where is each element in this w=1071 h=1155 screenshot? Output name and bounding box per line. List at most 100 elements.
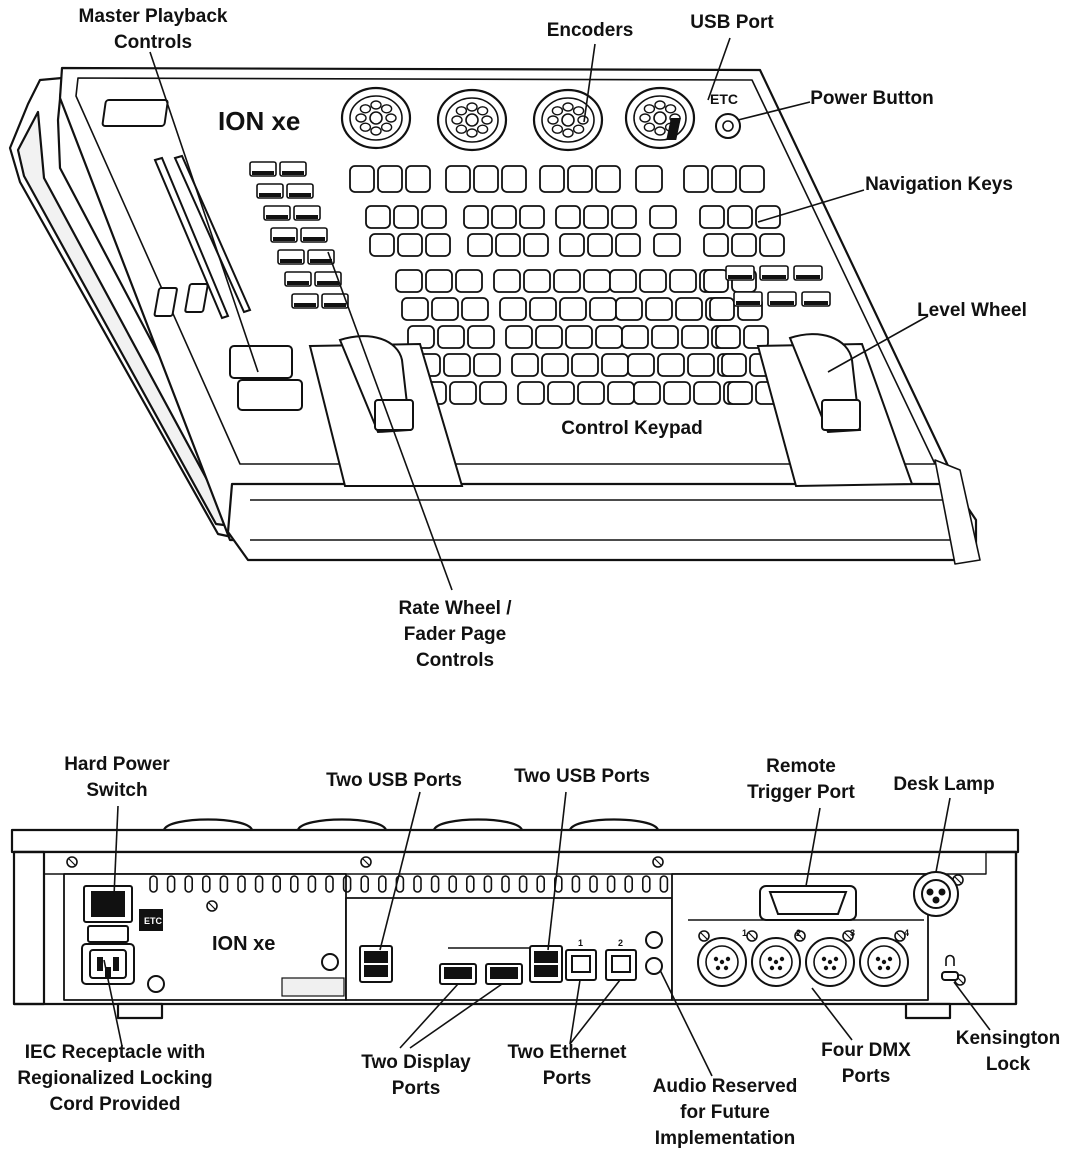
keypad-key	[621, 325, 649, 349]
ethernet-port-inner	[571, 955, 591, 973]
console-side-pad	[16, 110, 234, 528]
label-line: Control Keypad	[561, 418, 703, 439]
keypad-key	[703, 269, 729, 293]
audio-jack-1	[645, 931, 663, 949]
leader-navigation-keys	[757, 189, 865, 223]
dmx-pin	[875, 956, 881, 962]
encoder-rim	[541, 97, 595, 143]
display-port-inner	[444, 967, 472, 979]
keypad-key	[589, 297, 617, 321]
label-line: Kensington	[955, 1028, 1061, 1049]
keypad-key	[727, 205, 753, 229]
hard-power-switch-rocker	[91, 891, 125, 917]
dmx-pin	[713, 956, 719, 962]
desk-lamp-connector-inner	[921, 879, 951, 909]
leader-power-button	[737, 101, 811, 121]
keypad-key	[635, 165, 663, 193]
keypad-key	[547, 381, 575, 405]
leader-display-port-2	[409, 983, 503, 1049]
etc-badge	[139, 909, 163, 931]
keypad-key	[501, 165, 527, 193]
console-corner-cap	[934, 459, 981, 565]
leader-iec-receptacle	[103, 959, 123, 1047]
keypad-key	[681, 325, 709, 349]
rear-encoder-bump	[162, 818, 254, 831]
dmx-pin	[823, 965, 829, 971]
keypad-key	[479, 381, 507, 405]
vent-slot	[219, 875, 229, 893]
label-line: Switch	[86, 780, 148, 801]
keypad-key	[425, 233, 451, 257]
keypad-key	[467, 325, 495, 349]
encoder-hole	[562, 102, 574, 112]
keypad-key	[607, 381, 635, 405]
keypad-key	[437, 325, 465, 349]
label-usb-port: USB Port	[674, 10, 790, 36]
iec-receptacle	[81, 943, 135, 985]
keypad-key	[615, 233, 641, 257]
small-key-shadow	[282, 171, 304, 175]
small-key-shadow	[289, 193, 311, 197]
dmx-port-inner	[867, 945, 901, 979]
keypad-key	[627, 353, 655, 377]
front-logo: ION xe	[218, 106, 300, 136]
small-key-shadow	[280, 259, 302, 263]
level-wheel-front	[821, 399, 861, 431]
keypad-key	[505, 325, 533, 349]
keypad-key	[553, 269, 581, 293]
label-line: Two Ethernet	[507, 1042, 627, 1063]
dmx-port-number: 3	[850, 928, 855, 938]
keypad-key	[651, 325, 679, 349]
screw-slot	[208, 902, 216, 910]
label-line: Controls	[113, 32, 193, 53]
encoder-hole	[643, 104, 656, 114]
label-line: Ports	[841, 1066, 891, 1087]
dmx-pin	[769, 965, 775, 971]
dmx-pin	[887, 956, 893, 962]
encoder-hole	[466, 102, 478, 112]
small-key-shadow	[259, 193, 281, 197]
dmx-pin	[773, 959, 779, 965]
encoder-hole	[654, 126, 666, 136]
screw-slot	[954, 876, 962, 884]
fader-slot-left	[153, 156, 230, 320]
rear-io-ports	[359, 931, 663, 985]
label-line: Two USB Ports	[514, 766, 650, 787]
leader-hard-power-switch	[113, 805, 119, 897]
kensington-lock-icon	[945, 954, 955, 966]
vent-slot	[272, 875, 282, 893]
dmx-pin	[831, 965, 837, 971]
keypad-key	[473, 165, 499, 193]
keypad-key	[709, 297, 735, 321]
leader-rate-wheel	[327, 251, 453, 591]
keypad-key	[727, 381, 753, 405]
small-key-shadow	[310, 259, 332, 263]
ethernet-port-inner	[611, 955, 631, 973]
label-encoders: Encoders	[530, 18, 650, 44]
label-plate	[281, 977, 345, 997]
keypad-key	[555, 205, 581, 229]
vent-slot	[360, 875, 370, 893]
console-front-lip	[226, 482, 978, 562]
keypad-key	[461, 297, 489, 321]
keypad-key	[587, 233, 613, 257]
keypad-key	[663, 381, 691, 405]
leader-two-usb-ports-1	[379, 791, 421, 951]
encoder-hole	[572, 124, 585, 134]
usb-slot	[364, 951, 388, 963]
keypad-key	[401, 297, 429, 321]
dmx-port-inner	[813, 945, 847, 979]
leader-kensington	[953, 981, 991, 1031]
rear-body-outer	[10, 828, 1020, 854]
label-line: Controls	[415, 650, 495, 671]
rear-encoder-bump	[568, 818, 660, 831]
fader-handle-left	[153, 287, 178, 317]
vent-slot	[659, 875, 669, 893]
dmx-pin	[833, 956, 839, 962]
encoder-hole	[359, 122, 372, 132]
